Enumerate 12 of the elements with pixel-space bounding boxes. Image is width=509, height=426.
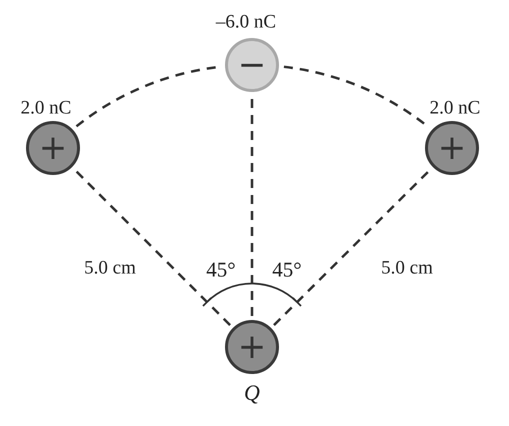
charge-label: 2.0 nC <box>430 98 480 118</box>
angle-label: 45° <box>206 260 236 280</box>
charge-sign: + <box>38 131 68 165</box>
charge-label: Q <box>244 382 260 404</box>
charge-label: –6.0 nC <box>216 12 276 32</box>
charge-sign: − <box>238 48 266 82</box>
charge-label: 2.0 nC <box>20 98 72 118</box>
dashed-line <box>74 169 231 326</box>
charge-sign: + <box>438 131 466 165</box>
charge-sign: + <box>238 330 266 364</box>
dashed-line <box>250 96 254 316</box>
angle-label: 45° <box>272 260 302 280</box>
